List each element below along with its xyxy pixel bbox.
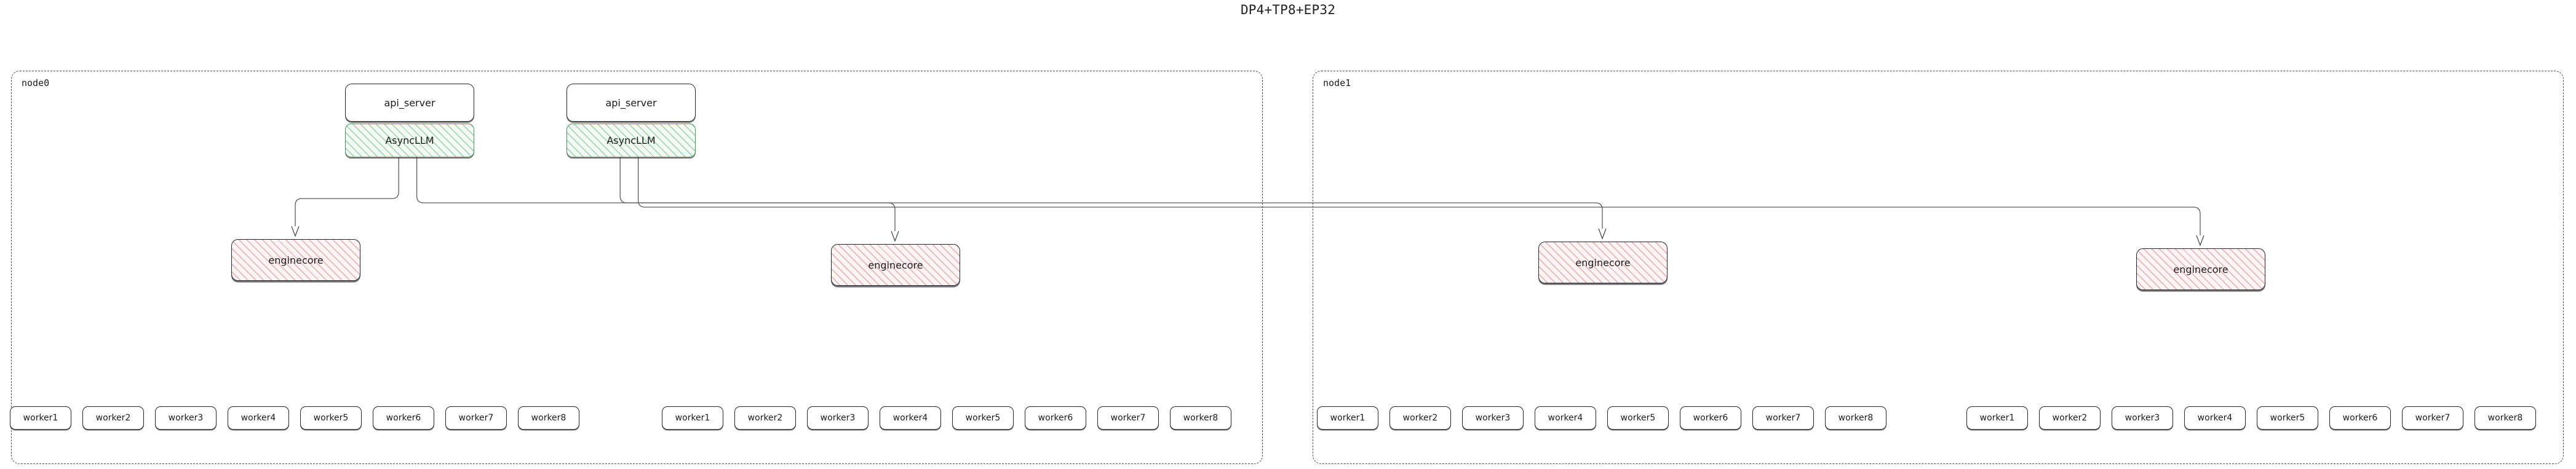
worker-box[interactable]: worker7 (1752, 406, 1814, 430)
worker-box[interactable]: worker6 (1680, 406, 1741, 430)
api-server-box[interactable]: api_server (345, 84, 474, 122)
worker-box[interactable]: worker1 (1317, 406, 1378, 430)
worker-box[interactable]: worker6 (1025, 406, 1086, 430)
worker-box[interactable]: worker5 (1607, 406, 1669, 430)
worker-box[interactable]: worker5 (300, 406, 362, 430)
enginecore-box[interactable]: enginecore (2136, 248, 2265, 290)
worker-box[interactable]: worker7 (445, 406, 507, 430)
worker-box[interactable]: worker4 (880, 406, 941, 430)
worker-box[interactable]: worker7 (2402, 406, 2463, 430)
enginecore-box[interactable]: enginecore (831, 244, 960, 286)
worker-box[interactable]: worker4 (2184, 406, 2246, 430)
worker-box[interactable]: worker1 (1966, 406, 2028, 430)
worker-box[interactable]: worker6 (373, 406, 434, 430)
worker-box[interactable]: worker3 (807, 406, 869, 430)
asyncllm-box[interactable]: AsyncLLM (345, 124, 474, 157)
worker-box[interactable]: worker3 (155, 406, 217, 430)
worker-box[interactable]: worker2 (734, 406, 796, 430)
node-label-node0: node0 (22, 77, 50, 89)
node-cluster-node1: node1 enginecore enginecore worker1 worker2 w… (1313, 71, 2564, 464)
worker-box[interactable]: worker7 (1097, 406, 1159, 430)
worker-box[interactable]: worker1 (10, 406, 71, 430)
worker-box[interactable]: worker4 (1535, 406, 1596, 430)
worker-box[interactable]: worker3 (1462, 406, 1524, 430)
worker-box[interactable]: worker8 (1170, 406, 1231, 430)
page-title: DP4+TP8+EP32 (1240, 2, 1336, 17)
enginecore-box[interactable]: enginecore (231, 239, 360, 281)
worker-box[interactable]: worker6 (2329, 406, 2391, 430)
worker-box[interactable]: worker8 (518, 406, 579, 430)
api-server-box[interactable]: api_server (566, 84, 696, 122)
node-label-node1: node1 (1323, 77, 1351, 89)
worker-box[interactable]: worker1 (662, 406, 723, 430)
worker-box[interactable]: worker8 (2475, 406, 2536, 430)
enginecore-box[interactable]: enginecore (1538, 242, 1668, 283)
worker-box[interactable]: worker2 (2039, 406, 2101, 430)
worker-box[interactable]: worker8 (1825, 406, 1886, 430)
asyncllm-box[interactable]: AsyncLLM (566, 124, 696, 157)
worker-box[interactable]: worker3 (2112, 406, 2173, 430)
worker-box[interactable]: worker2 (82, 406, 144, 430)
worker-box[interactable]: worker2 (1389, 406, 1451, 430)
worker-box[interactable]: worker5 (2257, 406, 2318, 430)
worker-box[interactable]: worker5 (952, 406, 1014, 430)
worker-box[interactable]: worker4 (228, 406, 289, 430)
